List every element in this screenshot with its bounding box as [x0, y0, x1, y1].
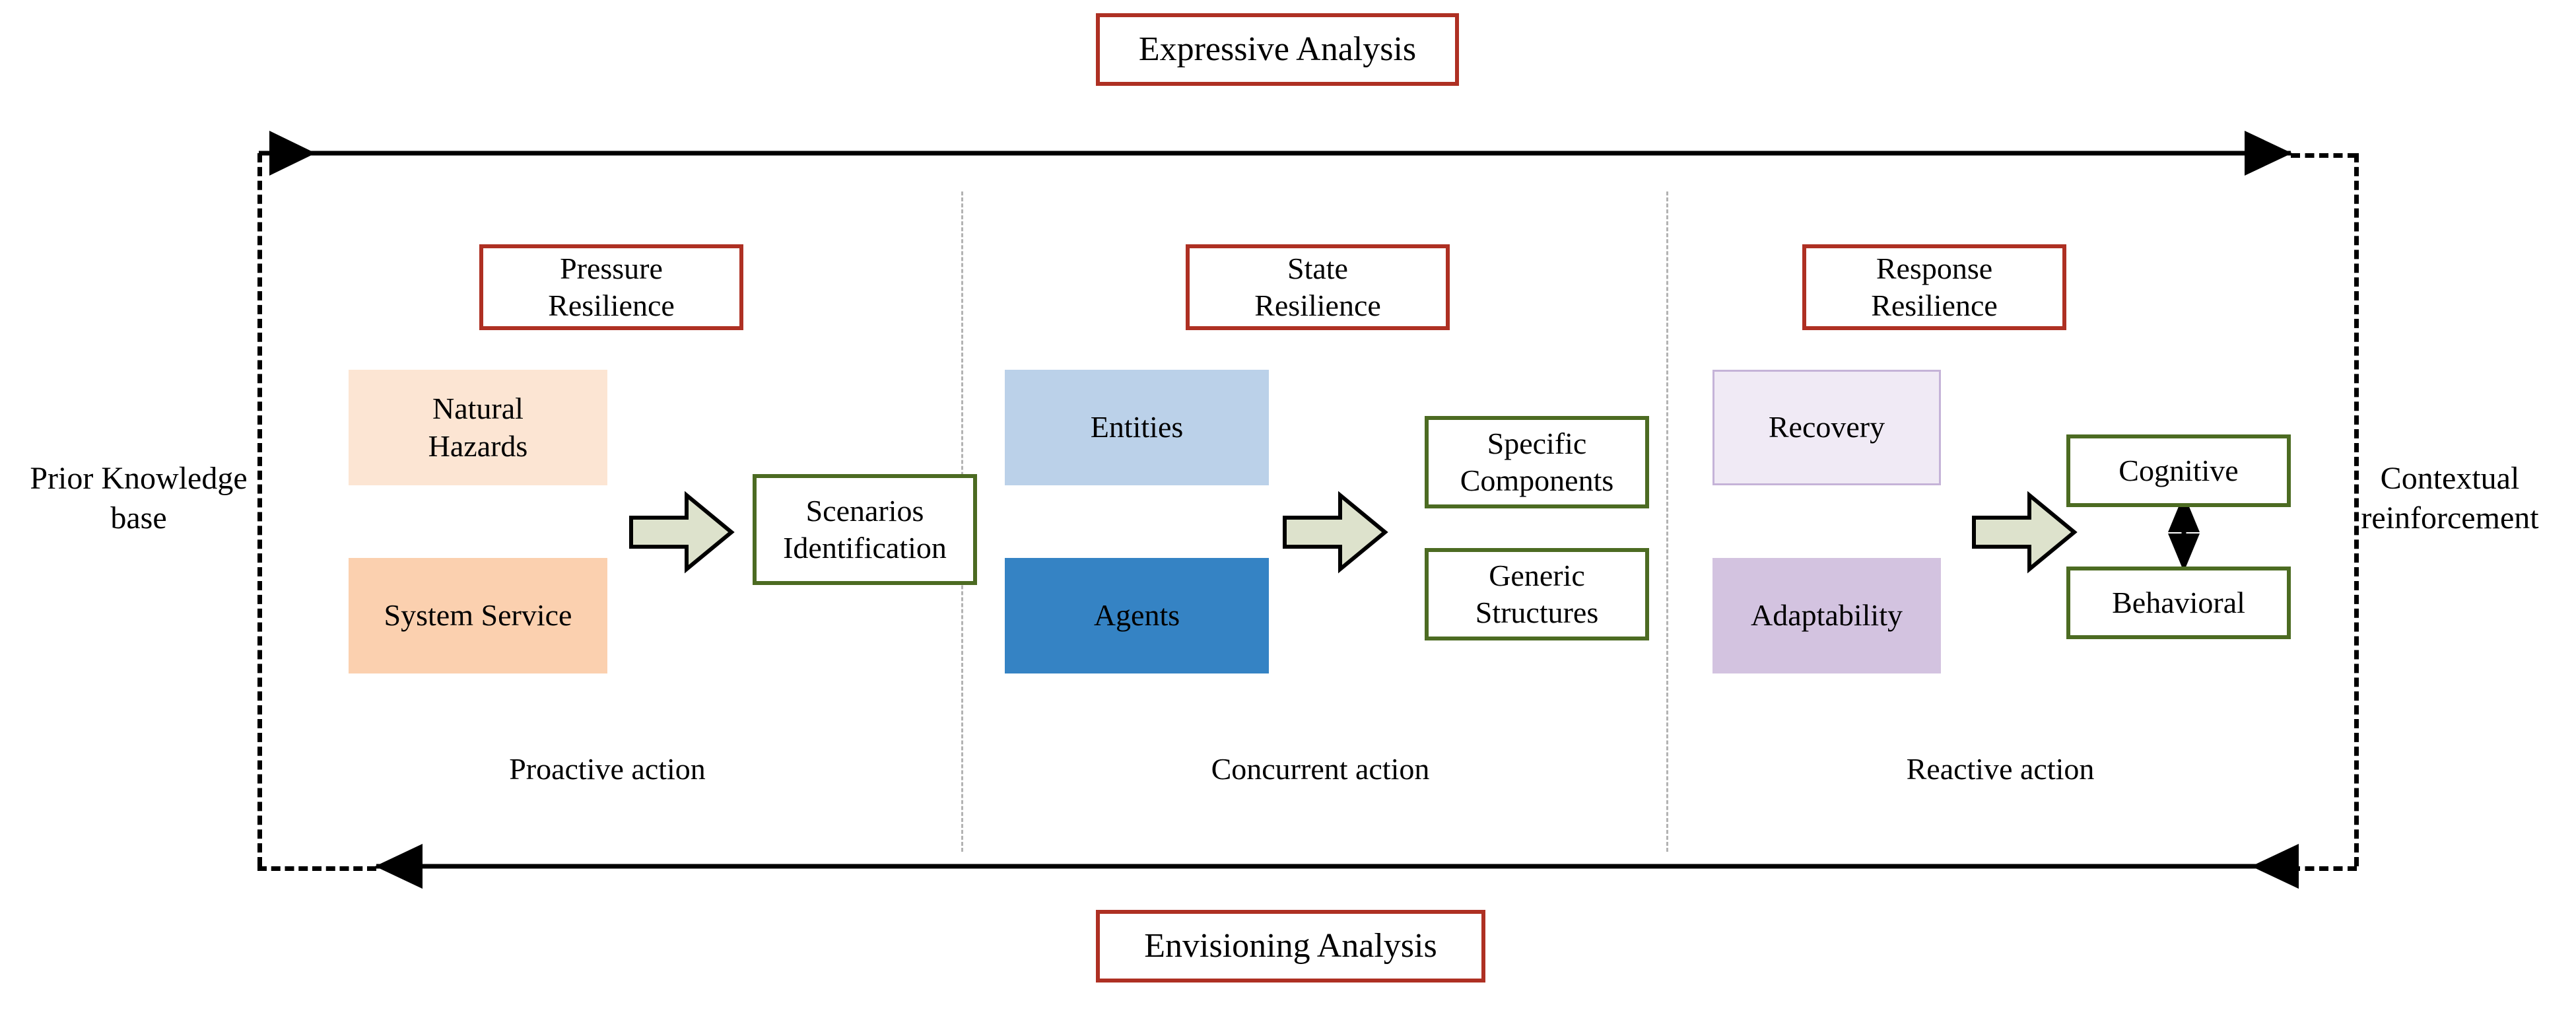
output-label-cognitive: Cognitive	[2118, 453, 2239, 487]
output-box-cognitive: Cognitive	[2066, 434, 2291, 507]
input-label-agents: Agents	[1093, 598, 1180, 633]
input-tile-system-service: System Service	[349, 558, 607, 673]
input-label-adaptability: Adaptability	[1751, 598, 1903, 633]
action-label-proactive: Proactive action	[509, 751, 706, 786]
frame-bottom-left-stub	[257, 866, 376, 871]
bottom-flow-arrow-icon	[375, 844, 2299, 889]
input-label-system-service: System Service	[384, 598, 572, 633]
output-label-generic-structures: Generic Structures	[1475, 558, 1599, 629]
input-tile-entities: Entities	[1005, 370, 1269, 485]
block-arrow-right-icon-pressure	[629, 491, 735, 574]
frame-left-edge	[257, 153, 262, 866]
input-tile-agents: Agents	[1005, 558, 1269, 673]
pillar-label-pressure: Pressure Resilience	[548, 251, 675, 322]
action-label-reactive: Reactive action	[1906, 751, 2095, 786]
output-box-behavioral: Behavioral	[2066, 567, 2291, 639]
frame-right-edge	[2354, 153, 2359, 866]
input-tile-natural-hazards: Natural Hazards	[349, 370, 607, 485]
expressive-analysis-box: Expressive Analysis	[1096, 13, 1459, 86]
envisioning-analysis-label: Envisioning Analysis	[1144, 927, 1437, 965]
expressive-analysis-label: Expressive Analysis	[1138, 30, 1417, 69]
input-tile-adaptability: Adaptability	[1712, 558, 1941, 673]
pillar-label-state: State Resilience	[1254, 251, 1381, 322]
pillar-label-response: Response Resilience	[1871, 251, 1998, 322]
frame-bottom-right-stub	[2291, 866, 2357, 871]
input-label-entities: Entities	[1090, 410, 1184, 444]
column-divider-2	[1666, 191, 1668, 852]
output-label-specific-components: Specific Components	[1460, 426, 1614, 497]
envisioning-analysis-box: Envisioning Analysis	[1096, 910, 1485, 982]
contextual-reinforcement-label: Contextual reinforcement	[2361, 461, 2539, 535]
output-label-behavioral: Behavioral	[2112, 585, 2245, 619]
pillar-box-state: State Resilience	[1186, 244, 1450, 330]
action-label-concurrent: Concurrent action	[1211, 751, 1430, 786]
output-box-scenarios-identification: Scenarios Identification	[753, 474, 977, 585]
pillar-box-pressure: Pressure Resilience	[479, 244, 743, 330]
pillar-box-response: Response Resilience	[1802, 244, 2066, 330]
input-label-natural-hazards: Natural Hazards	[428, 392, 528, 463]
input-label-recovery: Recovery	[1768, 410, 1885, 444]
output-label-scenarios-identification: Scenarios Identification	[783, 493, 947, 565]
block-arrow-right-icon-state	[1283, 491, 1388, 574]
top-flow-arrow-icon	[259, 131, 2292, 176]
output-box-generic-structures: Generic Structures	[1425, 548, 1649, 640]
block-arrow-right-icon-response	[1972, 491, 2078, 574]
frame-top-right-stub	[2291, 153, 2357, 158]
prior-knowledge-base-label: Prior Knowledge base	[30, 461, 248, 535]
output-box-specific-components: Specific Components	[1425, 416, 1649, 508]
input-tile-recovery: Recovery	[1712, 370, 1941, 485]
